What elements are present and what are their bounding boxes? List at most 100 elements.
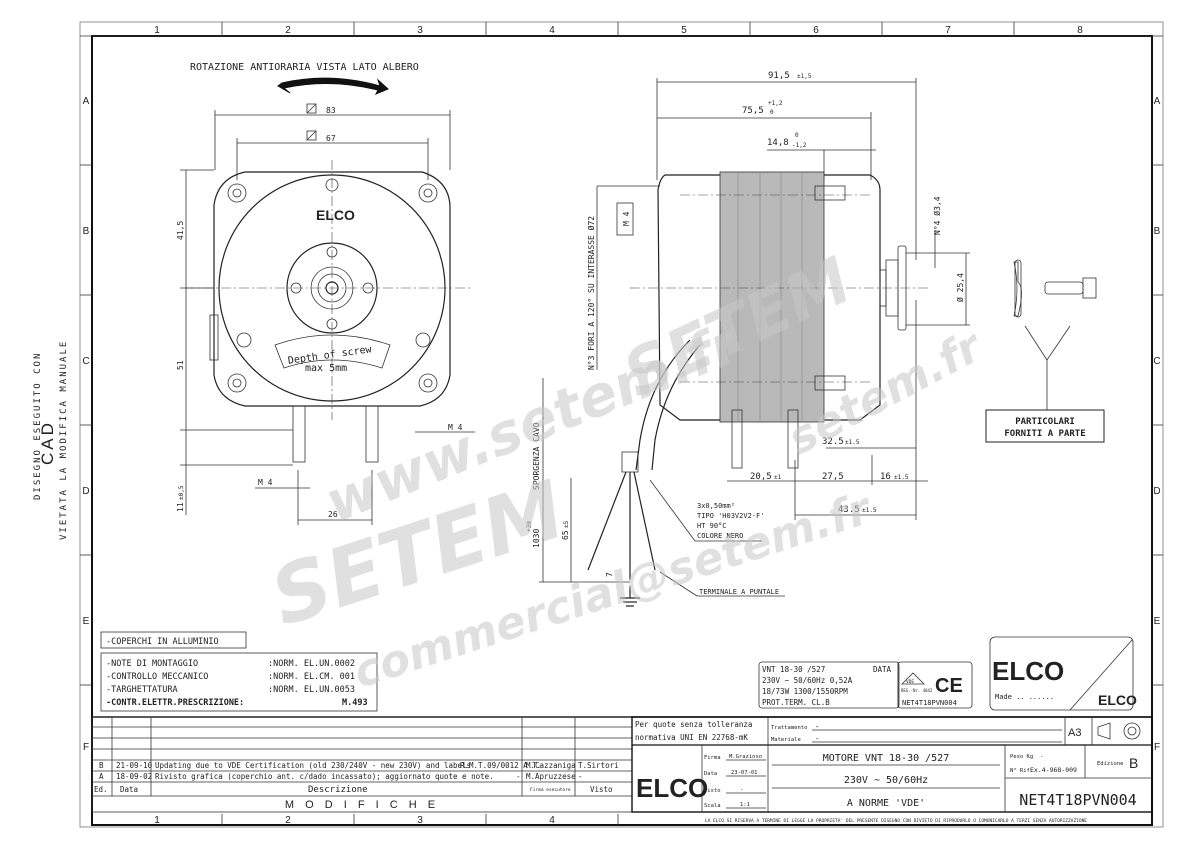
dim-7: 7 — [605, 572, 614, 577]
svg-text:VNT 18-30 /527: VNT 18-30 /527 — [762, 665, 825, 674]
svg-text:-TARGHETTATURA: -TARGHETTATURA — [106, 685, 178, 695]
svg-text::NORM. EL.UN.0002: :NORM. EL.UN.0002 — [268, 659, 355, 669]
dim-51: 51 — [176, 360, 185, 370]
dim-16: 16 — [880, 472, 891, 482]
svg-text:1:1: 1:1 — [740, 802, 750, 808]
front-view: ROTAZIONE ANTIORARIA VISTA LATO ALBERO 8… — [176, 62, 475, 525]
svg-text:Trattamento: Trattamento — [771, 725, 807, 731]
svg-text:-: - — [578, 772, 583, 781]
svg-text:Per quote senza tolleranza: Per quote senza tolleranza — [635, 720, 752, 729]
col-label: 1 — [154, 815, 160, 826]
row-ruler — [80, 164, 1163, 686]
drawing-number: NET4T18PVN004 — [1019, 791, 1136, 809]
dim-43-5: 43.5 — [838, 505, 860, 515]
column-ruler-bottom — [221, 814, 619, 825]
dim-26: 26 — [328, 510, 338, 519]
col-label: 6 — [813, 25, 819, 36]
front-logo: ELCO — [316, 207, 355, 223]
cable-length: 1030 — [532, 529, 541, 548]
svg-text:NET4T18PVN004: NET4T18PVN004 — [902, 699, 957, 707]
parts-callout-box — [985, 409, 1105, 443]
svg-text:-1,2: -1,2 — [792, 142, 807, 149]
side-view: 91,5 ±1,5 75,5 +1,2 0 14,8 0 -1,2 M 4 N°… — [526, 71, 970, 607]
dim-11: 11 — [176, 502, 185, 512]
svg-text:±1.5: ±1.5 — [894, 474, 909, 481]
edition: B — [1129, 755, 1138, 771]
cable-spec: COLORE NERO — [697, 532, 743, 540]
row-label: A — [1154, 96, 1161, 107]
svg-text:ELCO: ELCO — [1098, 692, 1137, 708]
drawing-title-2: 230V ~ 50/60Hz — [844, 775, 928, 786]
svg-text:normativa UNI EN 22768-mK: normativa UNI EN 22768-mK — [635, 733, 748, 742]
svg-text:B: B — [99, 761, 104, 770]
svg-text:-: - — [516, 772, 521, 781]
holes-note: N°3 FORI A 120° SU INTERASSE Ø72 — [586, 216, 596, 370]
svg-text:0: 0 — [770, 109, 774, 116]
cable-label: SPORGENZA CAVO — [532, 422, 541, 490]
svg-text:Descrizione: Descrizione — [308, 785, 368, 795]
svg-text:+1,2: +1,2 — [768, 100, 783, 107]
dim-67: 67 — [326, 134, 336, 143]
dim-14-8: 14,8 — [767, 138, 789, 148]
drawing-title-3: A NORME 'VDE' — [847, 798, 925, 809]
svg-text:230V ~ 50/60Hz 0,52A: 230V ~ 50/60Hz 0,52A — [762, 676, 853, 685]
svg-text:18/73W 1300/1550RPM: 18/73W 1300/1550RPM — [762, 687, 848, 696]
row-label: D — [82, 486, 89, 497]
svg-text:Made .. ......: Made .. ...... — [995, 693, 1054, 701]
dim-20-5: 20,5 — [750, 472, 772, 482]
svg-text:M.Grazioso: M.Grazioso — [729, 754, 762, 760]
svg-text::NORM. EL.CM. 001: :NORM. EL.CM. 001 — [268, 672, 355, 682]
svg-text:-: - — [1040, 754, 1043, 760]
m4-box: M 4 — [622, 211, 631, 226]
row-label: B — [1154, 226, 1161, 237]
title-logo: ELCO — [636, 773, 708, 803]
row-label: F — [1154, 742, 1160, 753]
svg-text:-: - — [815, 734, 820, 743]
svg-text:FORNITI A PARTE: FORNITI A PARTE — [1004, 429, 1085, 439]
dim-m4-right: M 4 — [448, 423, 463, 432]
projection-cone-icon — [1097, 722, 1111, 740]
dim-75-5: 75,5 — [742, 106, 764, 116]
svg-text:-NOTE DI MONTAGGIO: -NOTE DI MONTAGGIO — [106, 659, 198, 669]
svg-text:Firma: Firma — [704, 755, 721, 761]
svg-text:N° Rif.: N° Rif. — [1010, 768, 1033, 774]
column-ruler-top — [80, 22, 1163, 37]
svg-text:VDE: VDE — [906, 679, 914, 685]
dim-32-5: 32.5 — [822, 437, 844, 447]
svg-text:M.493: M.493 — [342, 698, 368, 708]
svg-text:+30: +30 — [526, 521, 533, 532]
dim-65: 65 — [561, 530, 570, 540]
cable-spec: TIPO 'H03V2V2-F' — [697, 512, 764, 520]
col-label: 3 — [417, 815, 423, 826]
brand-label: ELCO Made .. ...... ELCO — [989, 636, 1137, 711]
row-label: F — [83, 742, 89, 753]
svg-text:DATA: DATA — [873, 665, 892, 674]
svg-text:-CONTROLLO MECCANICO: -CONTROLLO MECCANICO — [106, 672, 208, 682]
svg-text:Visto: Visto — [590, 785, 613, 794]
svg-text:±1.5: ±1.5 — [862, 507, 877, 514]
row-label: D — [1153, 486, 1160, 497]
svg-text:21-09-10: 21-09-10 — [116, 761, 153, 770]
svg-text:-: - — [740, 787, 743, 793]
col-label: 8 — [1077, 25, 1083, 36]
cad-side-note: DISEGNO ESEGUITO CON CAD VIETATA LA MODI… — [33, 340, 69, 540]
svg-text:Materiale: Materiale — [771, 737, 801, 743]
svg-text:18-09-02: 18-09-02 — [116, 772, 152, 781]
col-label: 4 — [549, 25, 555, 36]
dim-41-5: 41,5 — [176, 221, 185, 240]
svg-text:-: - — [815, 722, 820, 731]
svg-text:Updating due to VDE Certificat: Updating due to VDE Certification (old 2… — [155, 761, 471, 770]
rotation-arrow-icon — [277, 77, 389, 95]
notes-block: -COPERCHI IN ALLUMINIO -NOTE DI MONTAGGI… — [100, 631, 378, 712]
row-label: C — [1153, 356, 1160, 367]
svg-text:Edizione: Edizione — [1097, 761, 1124, 767]
col-label: 2 — [285, 25, 291, 36]
projection-circle-icon — [1123, 722, 1141, 740]
svg-text:REG.-Nr. 4842: REG.-Nr. 4842 — [901, 688, 933, 693]
svg-text:DISEGNO ESEGUITO CON: DISEGNO ESEGUITO CON — [33, 352, 43, 500]
svg-text::NORM. EL.UN.0053: :NORM. EL.UN.0053 — [268, 685, 355, 695]
svg-text:CAD: CAD — [38, 420, 57, 465]
holes-flange: N°4 Ø3,4 — [932, 196, 942, 235]
nameplate-label: VNT 18-30 /527 230V ~ 50/60Hz 0,52A 18/7… — [758, 661, 973, 709]
svg-text:VIETATA LA MODIFICA MANUALE: VIETATA LA MODIFICA MANUALE — [59, 340, 69, 540]
